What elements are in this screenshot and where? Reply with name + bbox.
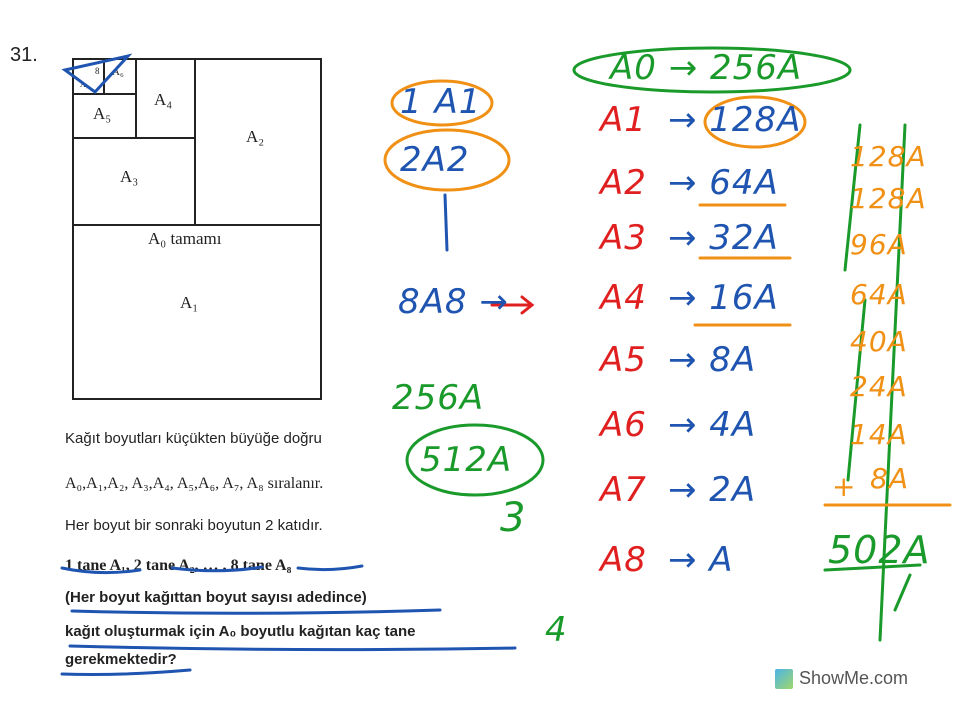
product-6: 24A <box>850 370 908 403</box>
ink-oval-a1 <box>390 79 494 127</box>
a5-label: A₅ <box>93 104 112 123</box>
left-note-4: 256A <box>392 378 485 418</box>
showme-watermark: ShowMe.com <box>775 668 908 689</box>
ink-underline-2 <box>70 608 442 615</box>
size-a2: A2 <box>600 163 647 203</box>
product-7: 14A <box>850 418 908 451</box>
value-a6: → 4A <box>668 405 757 445</box>
total: 502A <box>828 528 931 572</box>
header-note: A0 → 256A <box>610 48 803 88</box>
value-a3: → 32A <box>668 218 779 258</box>
question-line-5: (Her boyut kağıttan boyut sayısı adedinc… <box>65 589 367 606</box>
a6-label: A₆ <box>112 66 124 78</box>
size-a7: A7 <box>600 470 647 510</box>
size-a3: A3 <box>600 218 647 258</box>
product-8: 8A <box>870 462 909 495</box>
left-note-2: 2A2 <box>400 140 470 180</box>
value-a5: → 8A <box>668 340 757 380</box>
ink-oval-512 <box>405 423 545 497</box>
value-a8: → A <box>668 540 734 580</box>
ink-red-arrow <box>490 295 535 315</box>
value-a2: → 64A <box>668 163 779 203</box>
question-line-6: kağıt oluşturmak için A₀ boyutlu kağıtan… <box>65 623 416 640</box>
question-line-7: gerekmektedir? <box>65 651 177 668</box>
watermark-text: ShowMe.com <box>799 668 909 688</box>
ink-oval-header <box>572 46 852 94</box>
a0-label: A₀ tamamı <box>148 229 222 248</box>
left-note-7: 4 <box>545 610 568 650</box>
showme-logo-icon <box>775 668 793 689</box>
size-a1: A1 <box>600 100 647 140</box>
a8-label: 8 <box>95 66 100 76</box>
ink-a7a8-highlight <box>61 53 133 95</box>
ink-oval-128 <box>703 95 807 149</box>
problem-number: 31. <box>10 44 38 66</box>
question-line-2: A₀,A₁,A₂, A₃,A₄, A₅,A₆, A₇, A₈ sıralanır… <box>65 475 324 492</box>
ink-underline-3 <box>68 644 517 652</box>
product-5: 40A <box>850 325 908 358</box>
left-note-1: 1 A1 <box>400 82 482 122</box>
value-a4: → 16A <box>668 278 779 318</box>
a3-label: A₃ <box>120 167 139 186</box>
ink-strike-lines <box>843 123 907 642</box>
ink-underline-1 <box>60 564 364 575</box>
left-note-6: 3 <box>500 495 527 541</box>
product-3: 96A <box>850 228 908 261</box>
left-note-3: 8A8 → <box>398 282 509 322</box>
a2-label: A₂ <box>246 127 265 146</box>
value-a7: → 2A <box>668 470 757 510</box>
ink-underline-4 <box>60 668 192 676</box>
question-line-3: Her boyut bir sonraki boyutun 2 katıdır. <box>65 517 323 534</box>
product-4: 64A <box>850 278 908 311</box>
size-a4: A4 <box>600 278 647 318</box>
ink-total-strokes <box>823 563 922 612</box>
left-note-5: 512A <box>420 440 513 480</box>
product-2: 128A <box>850 182 927 215</box>
a1-label: A₁ <box>180 293 199 312</box>
size-a8: A8 <box>600 540 647 580</box>
a4-label: A₄ <box>154 90 173 109</box>
size-a6: A6 <box>600 405 647 445</box>
product-1: 128A <box>850 140 927 173</box>
plus-sign: + <box>832 470 857 503</box>
size-a5: A5 <box>600 340 647 380</box>
ink-oval-a2 <box>383 128 511 192</box>
ink-value-underlines <box>693 203 792 327</box>
ink-vertical-line <box>443 193 449 252</box>
question-line-1: Kağıt boyutları küçükten büyüğe doğru <box>65 430 322 447</box>
value-a1: → 128A <box>668 100 802 140</box>
